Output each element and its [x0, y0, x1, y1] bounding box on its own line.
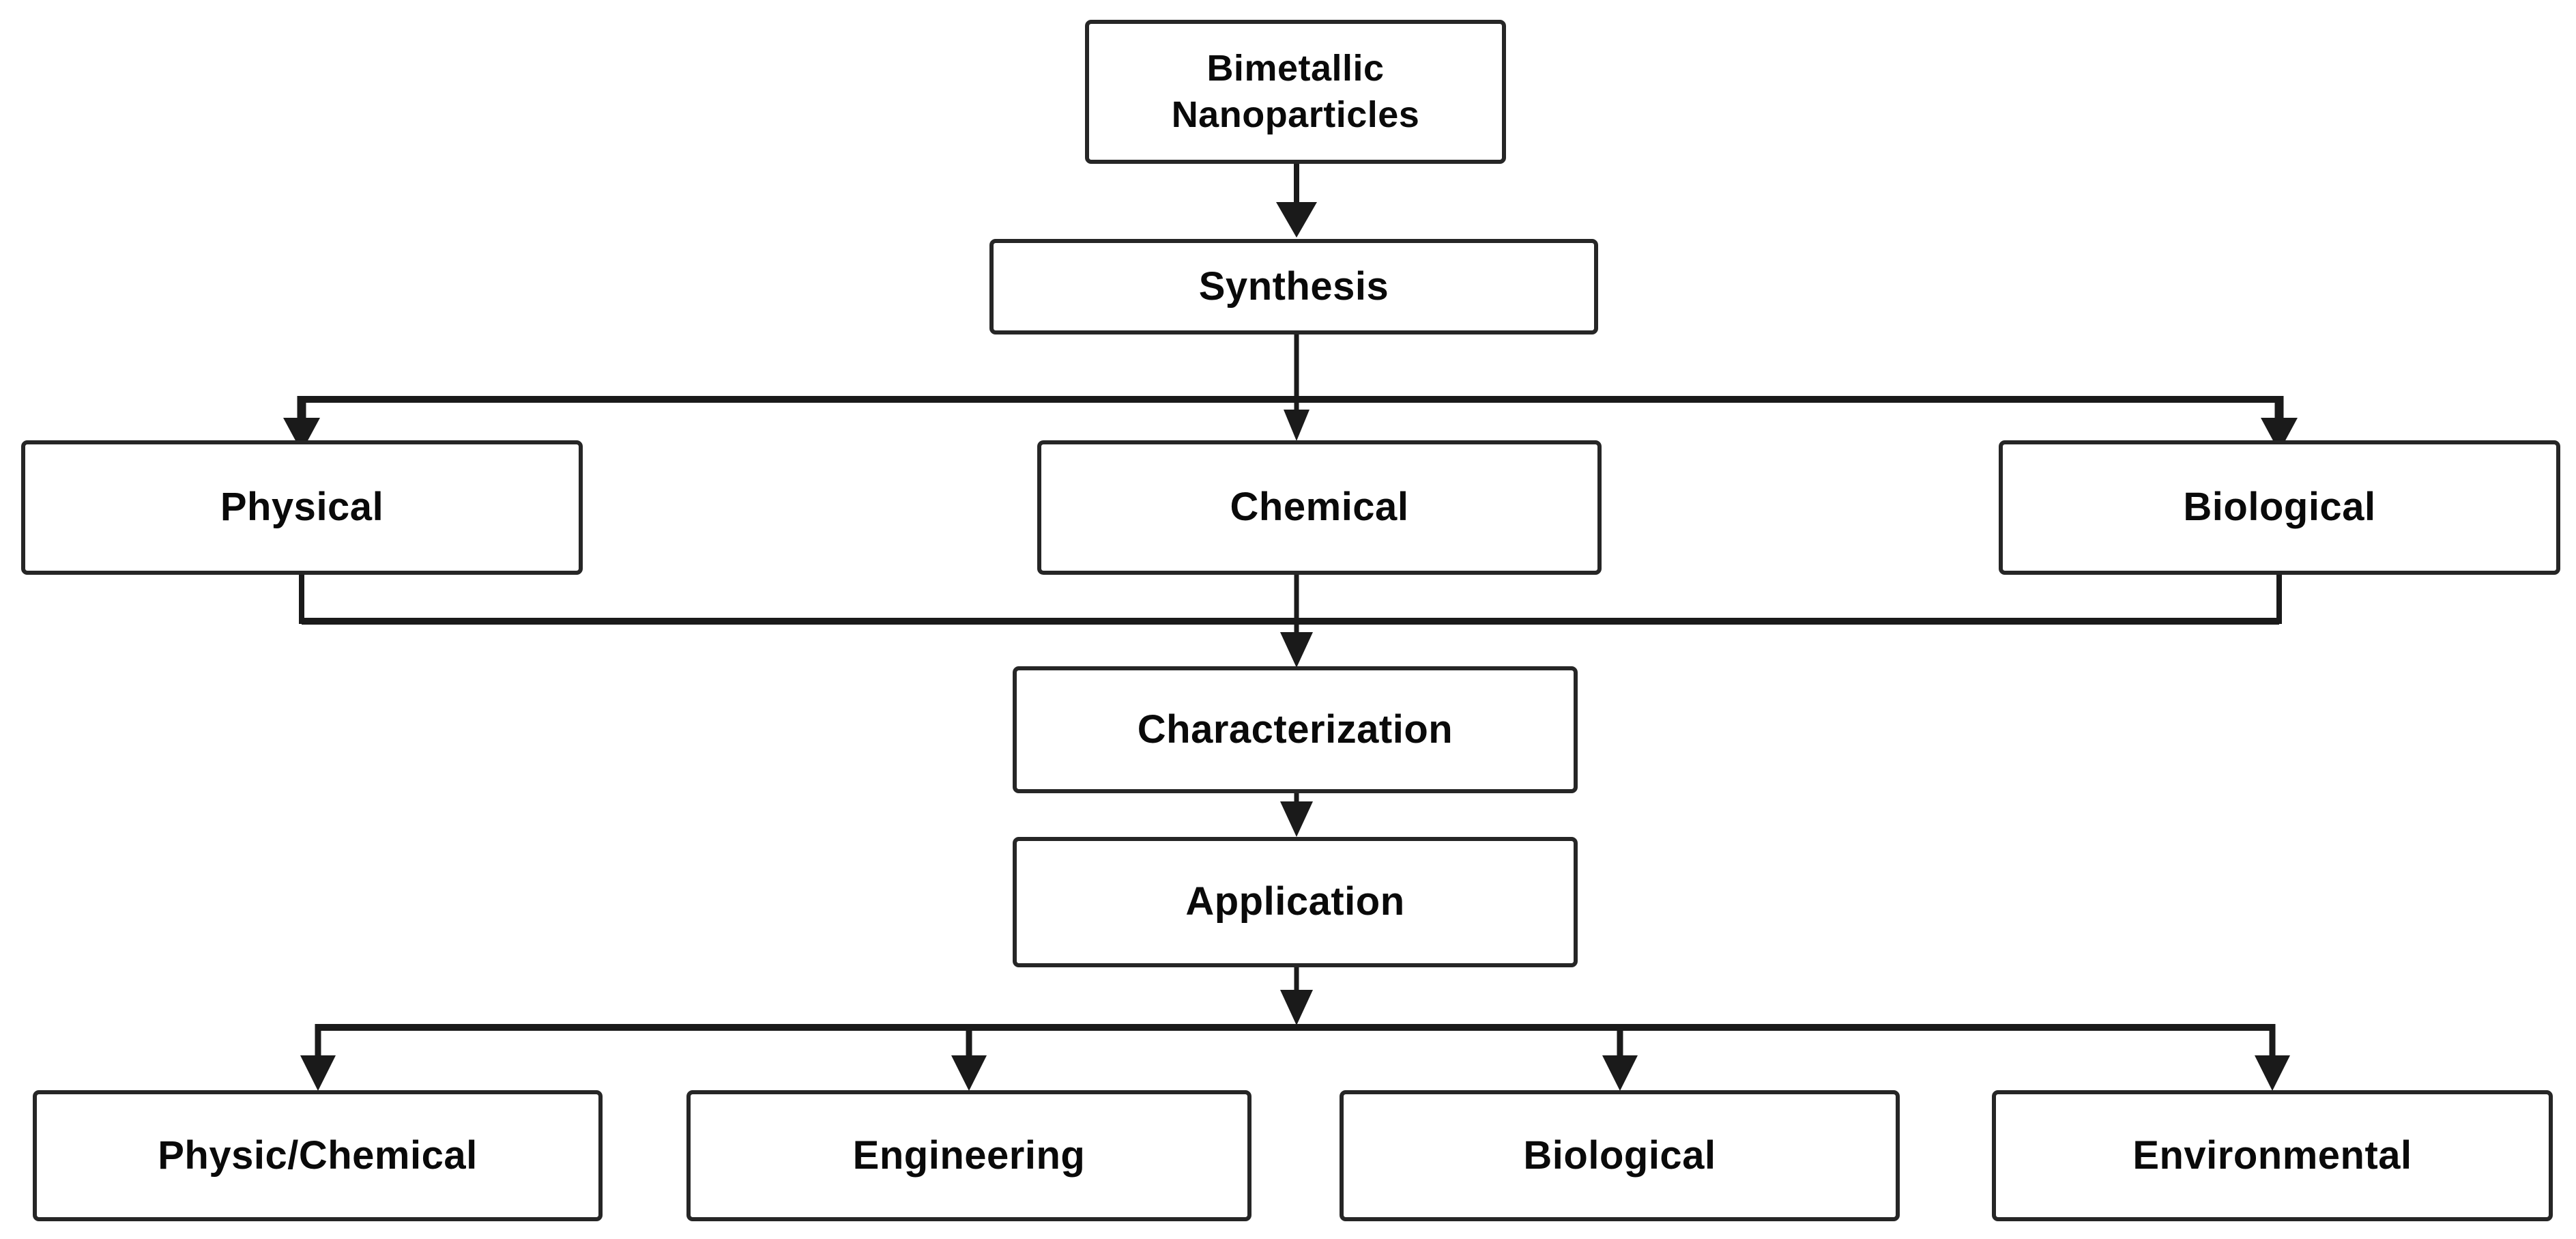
- node-application: Application: [1013, 837, 1578, 967]
- arrowhead-into-environmental: [2255, 1055, 2290, 1091]
- arrowhead-into-physic-chemical: [300, 1055, 336, 1091]
- node-bimetallic-nanoparticles: Bimetallic Nanoparticles: [1085, 20, 1506, 164]
- arrowhead-into-application: [1280, 801, 1313, 837]
- node-biological-synthesis: Biological: [1999, 440, 2560, 575]
- node-physic-chemical: Physic/Chemical: [33, 1090, 603, 1221]
- arrowhead-into-synthesis: [1276, 202, 1317, 238]
- arrowhead-into-biological-app: [1602, 1055, 1638, 1091]
- node-chemical: Chemical: [1037, 440, 1602, 575]
- arrowhead-into-chemical: [1284, 410, 1309, 441]
- node-synthesis: Synthesis: [989, 239, 1598, 334]
- arrowhead-into-characterization: [1280, 632, 1313, 668]
- arrowhead-into-biological-syn: [2261, 418, 2298, 452]
- arrowhead-into-branch-line: [1280, 990, 1313, 1025]
- node-characterization: Characterization: [1013, 666, 1578, 793]
- node-engineering: Engineering: [686, 1090, 1251, 1221]
- arrowhead-into-engineering: [951, 1055, 987, 1091]
- node-environmental: Environmental: [1992, 1090, 2553, 1221]
- node-biological-application: Biological: [1340, 1090, 1900, 1221]
- node-physical: Physical: [21, 440, 583, 575]
- arrowhead-into-physical: [283, 418, 320, 452]
